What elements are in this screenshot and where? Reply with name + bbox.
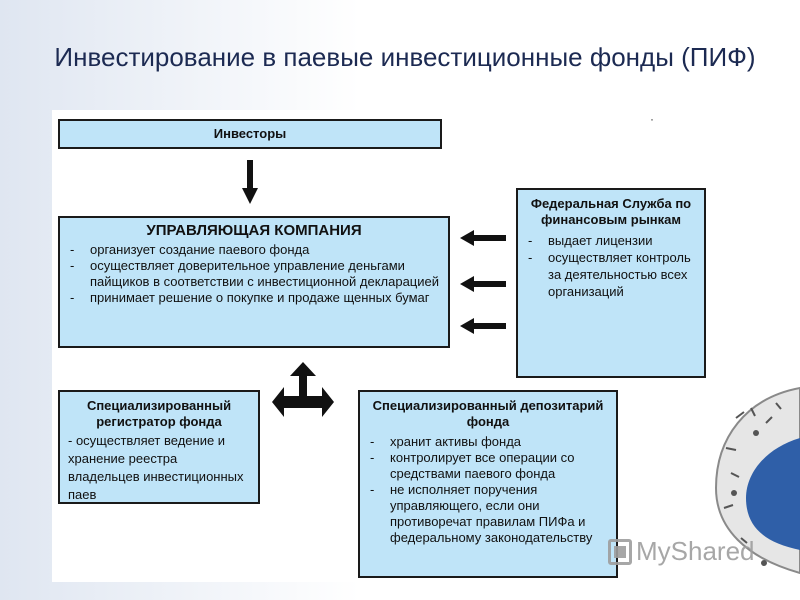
list-item: контролирует все операции со средствами … xyxy=(368,450,608,482)
registrar-text: - осуществляет ведение и хранение реестр… xyxy=(68,433,244,502)
stray-dot: · xyxy=(650,112,654,126)
list-item: хранит активы фонда xyxy=(368,434,608,450)
arrow-left-icon xyxy=(460,276,506,292)
list-item: принимает решение о покупке и продаже ще… xyxy=(68,290,440,306)
fsfr-list: выдает лицензии осуществляет контроль за… xyxy=(526,232,696,300)
arrow-left-icon xyxy=(460,318,506,334)
depository-title: Специализированный депозитарий фонда xyxy=(372,398,604,429)
myshared-logo-icon xyxy=(608,538,632,565)
fsfr-box: Федеральная Служба по финансовым рынкам … xyxy=(516,188,706,378)
management-company-title: УПРАВЛЯЮЩАЯ КОМПАНИЯ xyxy=(146,222,362,239)
list-item: не исполняет поручения управляющего, есл… xyxy=(368,482,608,546)
three-way-arrow-icon xyxy=(272,362,334,417)
diagram: · Инвесторы УПРАВЛЯЮЩАЯ КОМПАНИЯ организ… xyxy=(52,110,708,582)
management-company-box: УПРАВЛЯЮЩАЯ КОМПАНИЯ организует создание… xyxy=(58,216,450,348)
depository-list: хранит активы фонда контролирует все опе… xyxy=(368,434,608,546)
list-item: осуществляет контроль за деятельностью в… xyxy=(526,249,696,300)
myshared-watermark: MyShared xyxy=(608,536,755,567)
registrar-box: Специализированный регистратор фонда - о… xyxy=(58,390,260,504)
watermark-text: MyShared xyxy=(636,536,755,566)
slide-title: Инвестирование в паевые инвестиционные ф… xyxy=(54,42,756,72)
arrow-left-icon xyxy=(460,230,506,246)
list-item: выдает лицензии xyxy=(526,232,696,249)
management-company-list: организует создание паевого фонда осущес… xyxy=(68,242,440,306)
depository-box: Специализированный депозитарий фонда хра… xyxy=(358,390,618,578)
registrar-title: Специализированный регистратор фонда xyxy=(86,398,232,429)
list-item: осуществляет доверительное управление де… xyxy=(68,258,440,290)
list-item: организует создание паевого фонда xyxy=(68,242,440,258)
investors-title: Инвесторы xyxy=(213,126,287,141)
fsfr-title: Федеральная Служба по финансовым рынкам xyxy=(530,196,692,227)
arrow-down-icon xyxy=(242,160,258,204)
investors-box: Инвесторы xyxy=(58,119,442,149)
decorative-globe-icon xyxy=(714,386,800,575)
